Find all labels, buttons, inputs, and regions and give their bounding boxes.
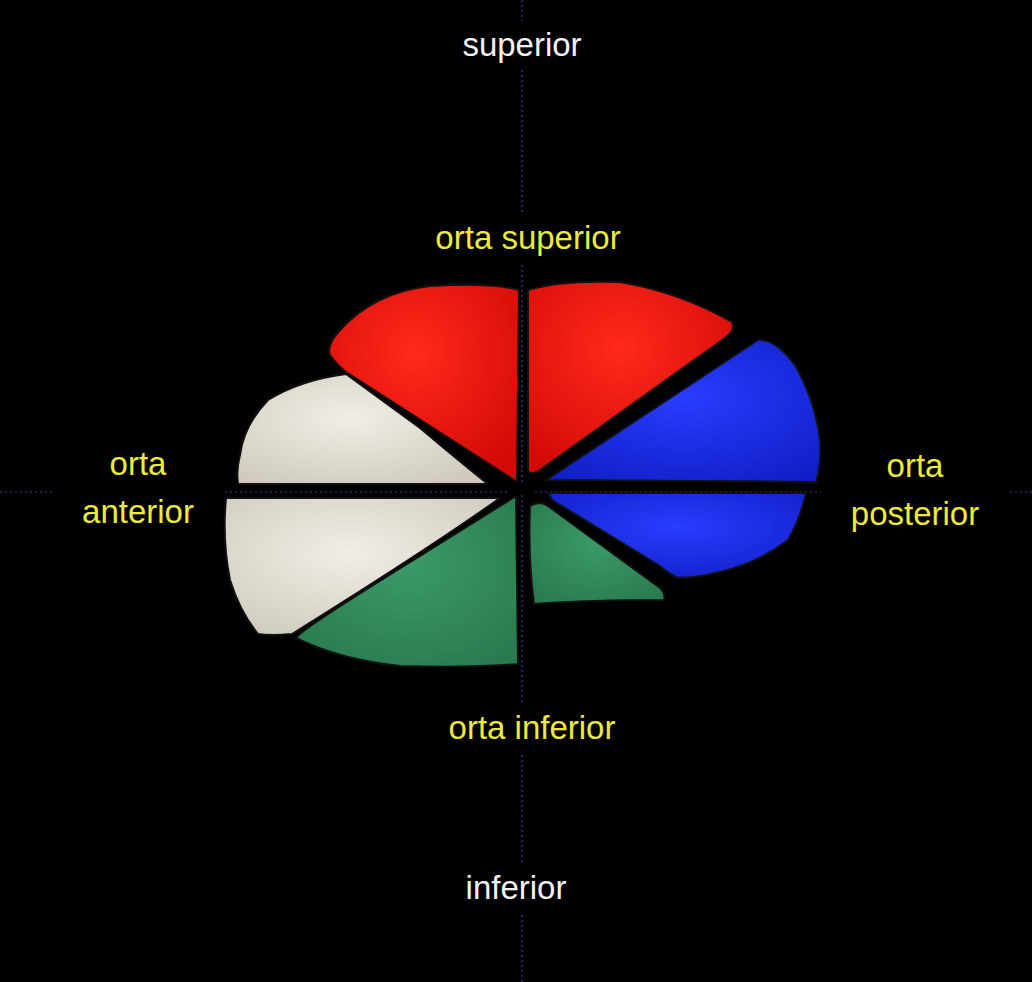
direction-label: orta superior [431, 214, 624, 262]
posterior-sector-lower [548, 493, 806, 578]
direction-label: inferior [462, 864, 571, 912]
direction-label: orta inferior [445, 704, 620, 752]
anterior-sector-upper [237, 374, 488, 484]
center-gap [508, 485, 536, 495]
direction-label: orta posterior [821, 442, 1009, 538]
inferior-sector-left [296, 496, 518, 667]
direction-label: superior [458, 21, 585, 69]
posterior-sector-upper [546, 340, 821, 482]
direction-label: orta anterior [54, 440, 222, 536]
